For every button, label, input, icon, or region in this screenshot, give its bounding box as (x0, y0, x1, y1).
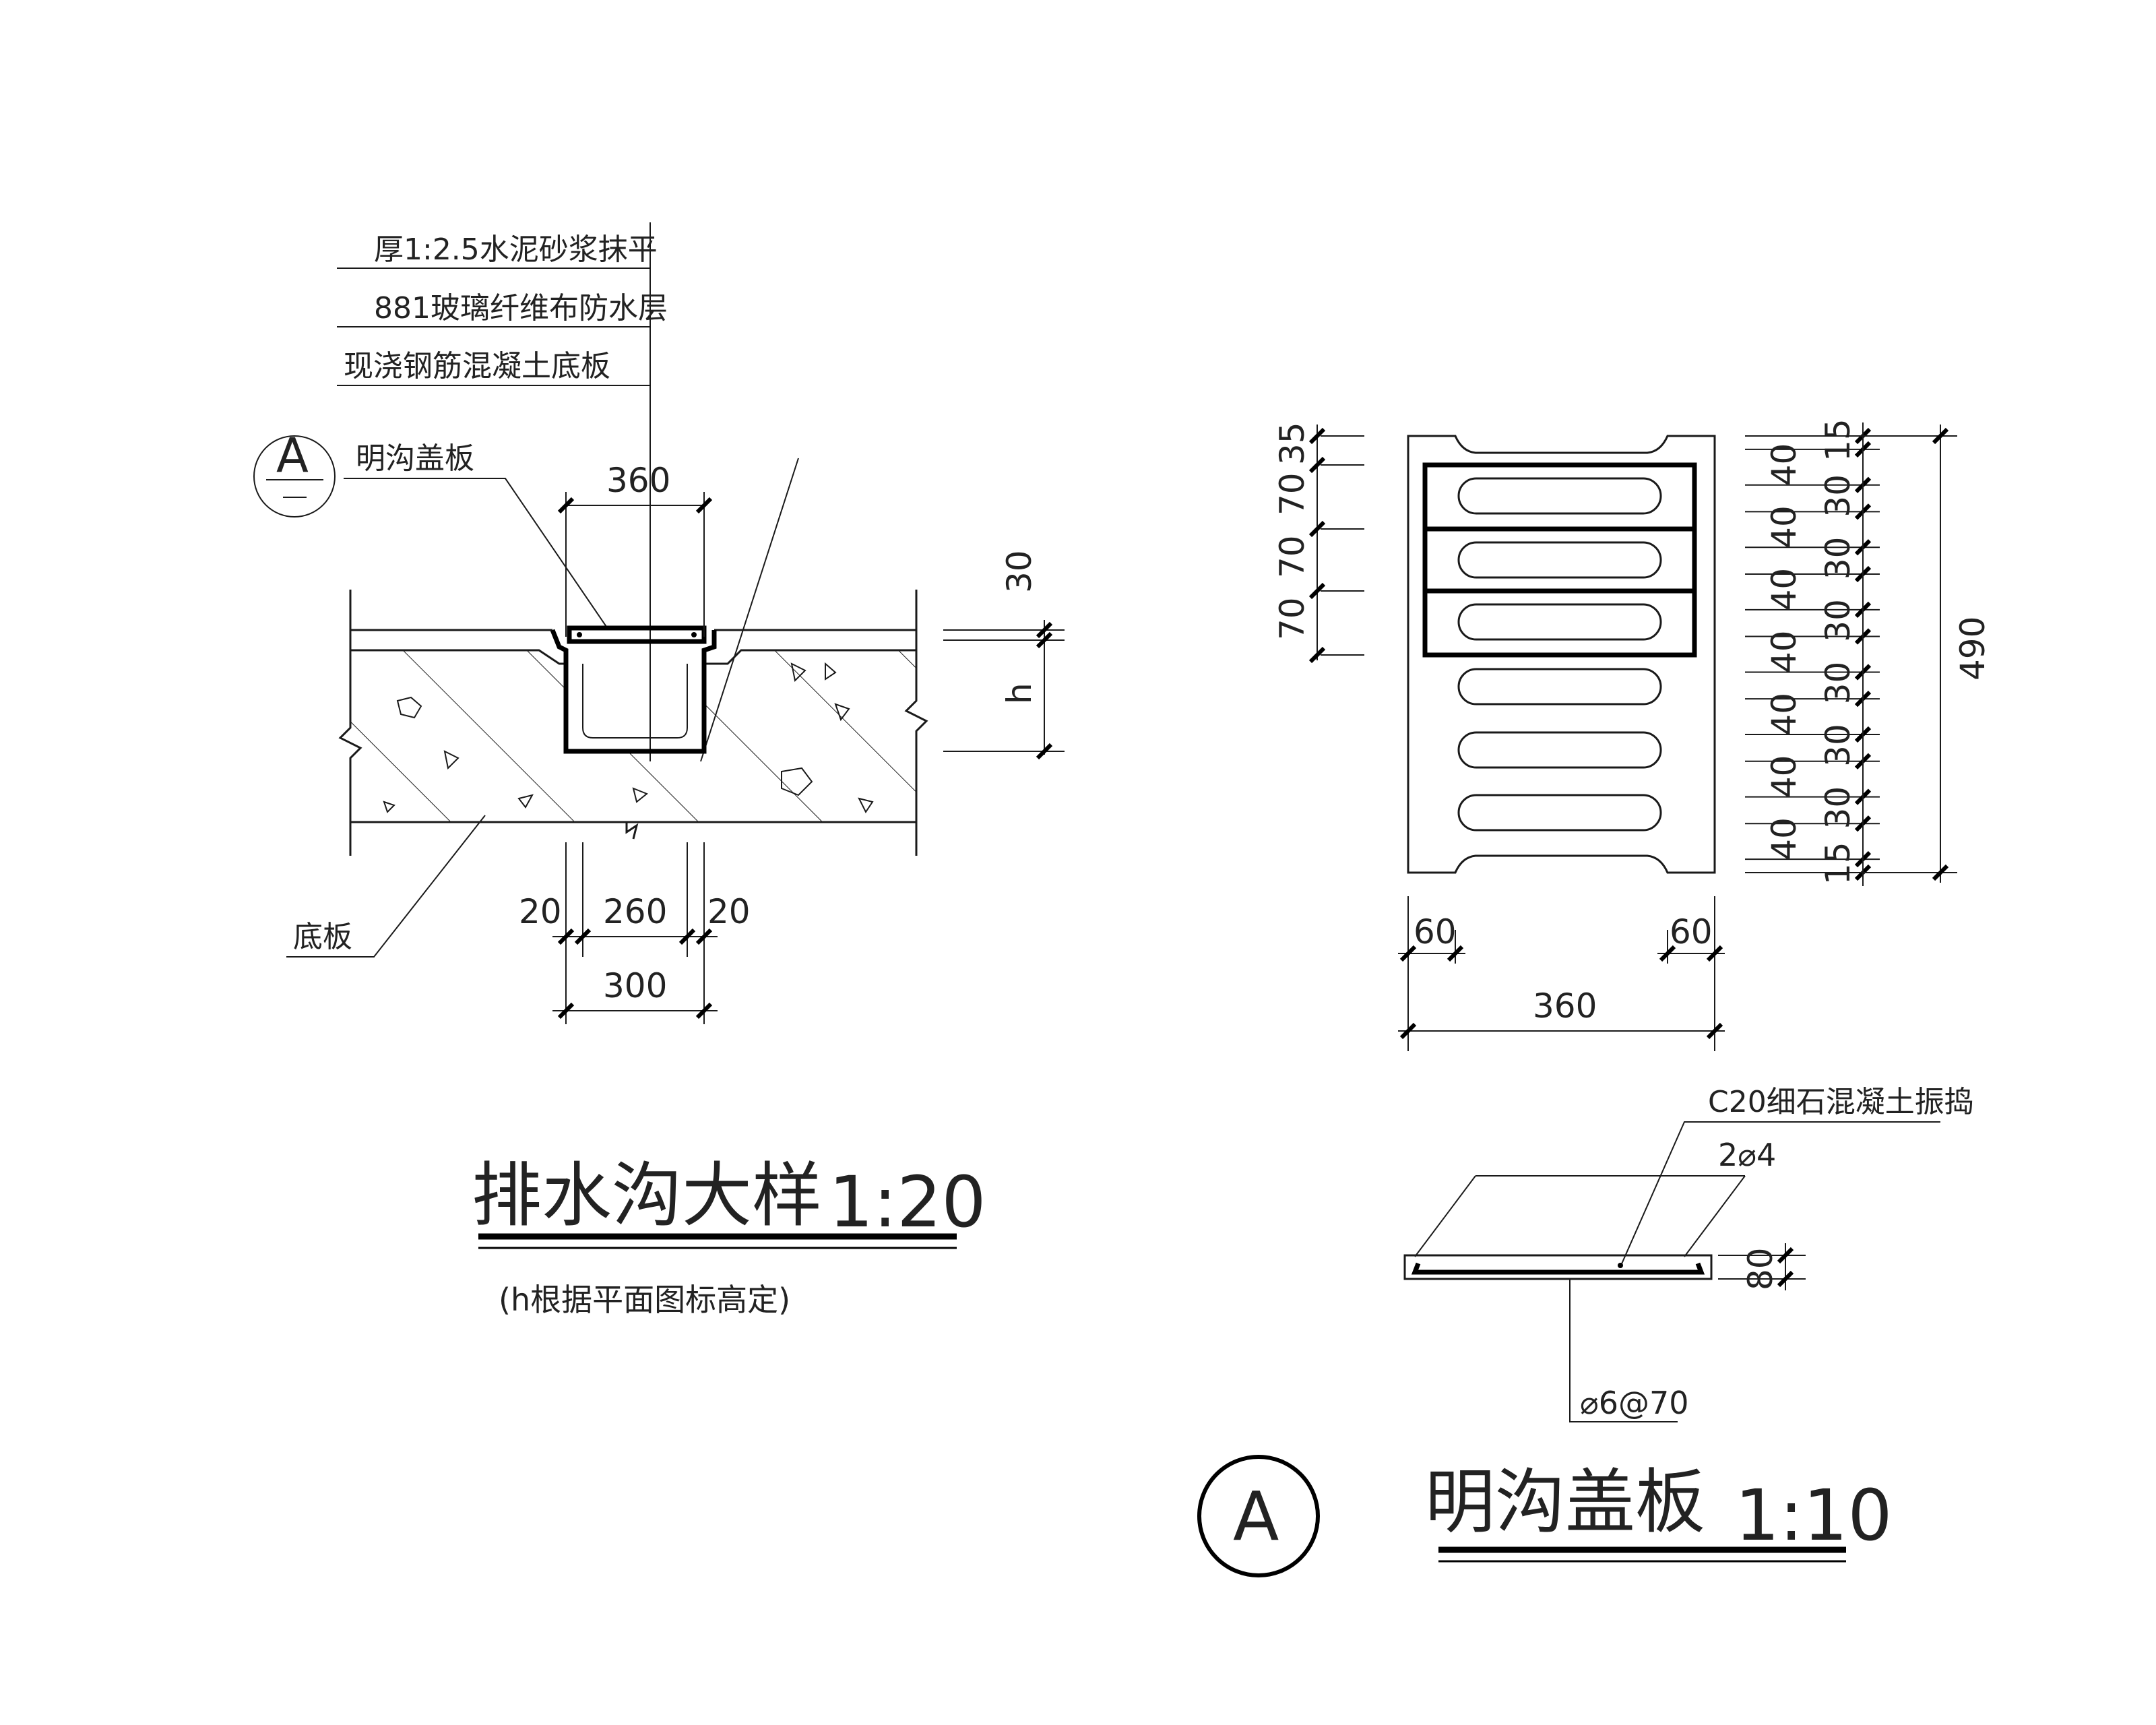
right-dim-value: 40 (1765, 755, 1804, 798)
aggregate (396, 696, 422, 719)
detail-note: (h根据平面图标高定) (499, 1282, 790, 1318)
cover-plan: 35 70 70 70 15 40 30 40 30 40 30 40 30 40 30 40 30 40… (1273, 418, 1992, 1051)
cover-panel-1 (1422, 462, 1697, 532)
right-dim-value: 15 (1818, 418, 1858, 462)
right-dimension-chain: 15 40 30 40 30 40 30 40 30 40 30 40 30 40 15 (1745, 418, 1880, 886)
break-right (904, 590, 928, 856)
right-dim-value: 30 (1818, 474, 1858, 518)
right-dim-value: 30 (1818, 537, 1858, 580)
right-dim-value: 40 (1765, 443, 1804, 487)
section-tag-circle (1197, 1455, 1320, 1577)
break-bottom (625, 822, 639, 840)
cover-plate-section (567, 625, 707, 644)
right-dim-value: 40 (1765, 568, 1804, 611)
right-dim-value: 40 (1765, 817, 1804, 860)
dim-cover-thickness: 80 (1741, 1247, 1780, 1290)
right-dim-value: 40 (1765, 693, 1804, 736)
dim-edge-right: 60 (1670, 912, 1713, 951)
drain-section-detail: 厚1:2.5水泥砂浆抹平 881玻璃纤维布防水层 现浇钢筋混凝土底板 A 明沟盖… (253, 222, 1065, 1318)
slot (1457, 541, 1662, 579)
cover-title-block: A 明沟盖板 1:10 (1197, 1455, 1893, 1577)
cover-label: 明沟盖板 (356, 441, 474, 476)
dim-total-height: 490 (1953, 617, 1992, 681)
layer-note-1: 厚1:2.5水泥砂浆抹平 (374, 232, 658, 267)
base-label: 底板 (293, 920, 352, 954)
section-tag-letter: A (1233, 1477, 1279, 1556)
right-dim-value: 30 (1818, 662, 1858, 705)
dim-left: 70 (1273, 597, 1312, 640)
base-leader (286, 815, 486, 958)
dim-outer-width: 300 (603, 966, 667, 1005)
dim-edge-left: 60 (1414, 912, 1457, 951)
cover-section: C20细石混凝土振捣 2⌀4 ⌀6@70 80 (1403, 1085, 1974, 1422)
cover-plate-outline (1407, 435, 1716, 874)
cover-scale: 1:10 (1735, 1474, 1893, 1557)
dim-top-width: 360 (606, 461, 670, 500)
dim-inner-width: 260 (603, 892, 667, 931)
dim-depth: h (1000, 683, 1039, 704)
slot (1457, 794, 1662, 832)
right-dim-value: 30 (1818, 724, 1858, 767)
dim-left: 70 (1273, 535, 1312, 578)
bottom-bar-leader (1569, 1279, 1678, 1422)
cover-panel-3 (1422, 588, 1697, 658)
layer-note-3: 现浇钢筋混凝土底板 (344, 349, 610, 383)
dim-thickness: 30 (1000, 550, 1039, 593)
cover-leader (344, 478, 607, 627)
rebar-section (1411, 1262, 1705, 1275)
concrete-leader (1620, 1121, 1940, 1267)
layer-note-2: 881玻璃纤维布防水层 (374, 291, 668, 325)
aggregate (781, 767, 813, 796)
detail-title: 排水沟大样 (472, 1154, 822, 1236)
bottom-bar-label: ⌀6@70 (1580, 1385, 1689, 1421)
dim-wall-right: 20 (707, 892, 751, 931)
section-tag-a-small: A (253, 428, 336, 518)
slot (1457, 477, 1662, 515)
slot (1457, 668, 1662, 705)
dim-total-width: 360 (1533, 986, 1597, 1026)
detail-scale: 1:20 (829, 1161, 986, 1243)
svg-text:A: A (276, 428, 309, 483)
concrete-note: C20细石混凝土振捣 (1708, 1085, 1974, 1119)
channel-inner (582, 664, 688, 739)
dim-left: 70 (1273, 472, 1312, 515)
dim-wall-left: 20 (519, 892, 562, 931)
slot (1457, 603, 1662, 641)
right-dim-value: 30 (1818, 599, 1858, 642)
break-left (338, 590, 362, 856)
cover-slab-section (1403, 1254, 1713, 1280)
channel-outline (550, 629, 717, 754)
cover-title: 明沟盖板 (1425, 1461, 1705, 1543)
top-bar-label: 2⌀4 (1718, 1137, 1776, 1173)
right-dim-value: 40 (1765, 630, 1804, 673)
right-dim-value: 40 (1765, 505, 1804, 548)
cover-panel-2 (1422, 526, 1697, 594)
aggregate-small (383, 662, 874, 813)
right-dim-value: 15 (1818, 842, 1858, 885)
right-dim-value: 30 (1818, 786, 1858, 829)
slot (1457, 731, 1662, 769)
dim-left: 35 (1273, 422, 1312, 465)
